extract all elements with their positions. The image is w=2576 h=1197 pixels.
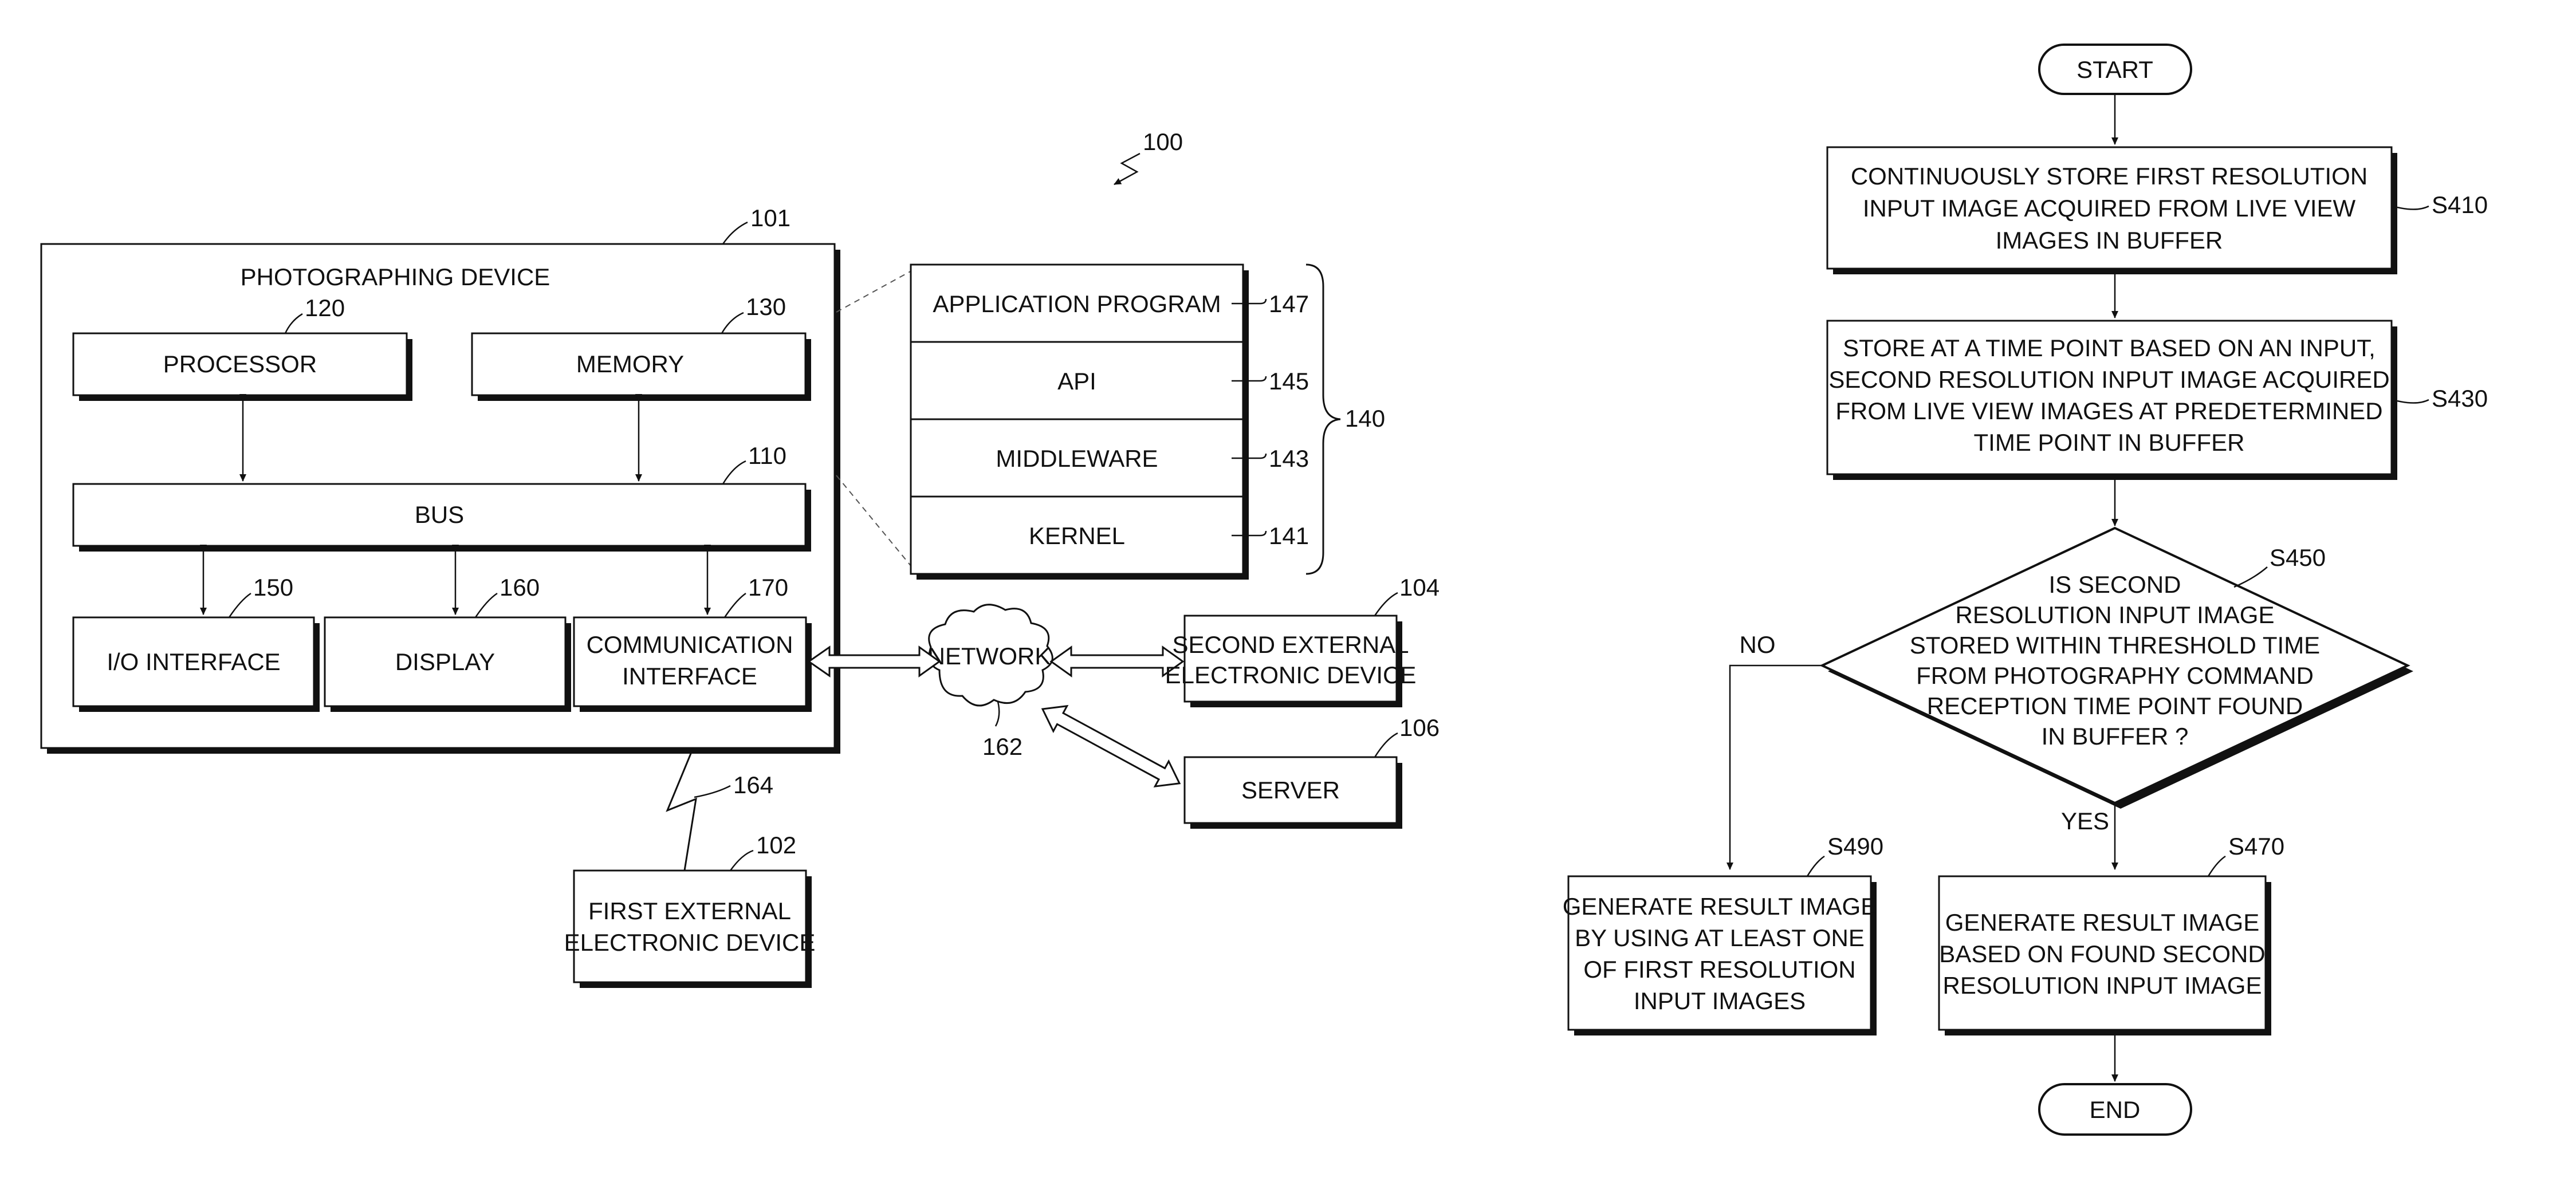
step-s410: CONTINUOUSLY STORE FIRST RESOLUTION INPU… [1827,147,2488,274]
device-ref: 101 [750,204,791,231]
software-stack: APPLICATION PROGRAM API MIDDLEWARE KERNE… [911,265,1385,580]
s450-ref: S450 [2270,544,2326,571]
system-ref-leader [1114,153,1140,184]
s470-line3: RESOLUTION INPUT IMAGE [1943,972,2262,999]
comm-label-line2: INTERFACE [622,663,757,690]
stack-layer-kernel: KERNEL [1029,522,1125,549]
display-ref: 160 [500,574,540,601]
s410-line3: IMAGES IN BUFFER [1996,227,2223,254]
end-label: END [2090,1096,2141,1123]
stack-ref-143: 143 [1269,445,1309,472]
s490-line4: INPUT IMAGES [1634,987,1806,1014]
step-s470: GENERATE RESULT IMAGE BASED ON FOUND SEC… [1939,833,2284,1035]
end-terminal: END [2039,1084,2191,1135]
network-second-device-link [1051,647,1183,676]
s430-line1: STORE AT A TIME POINT BASED ON AN INPUT, [1843,334,2376,361]
wireless-ref: 164 [733,771,773,798]
s450-line2: RESOLUTION INPUT IMAGE [1956,601,2275,628]
s490-line3: OF FIRST RESOLUTION [1583,956,1855,983]
stack-ref-147: 147 [1269,290,1309,317]
io-label: I/O INTERFACE [107,648,280,675]
device-title: PHOTOGRAPHING DEVICE [241,263,550,290]
step-s490: GENERATE RESULT IMAGE BY USING AT LEAST … [1563,833,1883,1035]
s450-line4: FROM PHOTOGRAPHY COMMAND [1916,662,2314,689]
s490-ref: S490 [1827,833,1883,860]
server-label: SERVER [1241,777,1340,804]
first-device-ref: 102 [756,832,796,859]
stack-layer-api: API [1057,368,1096,395]
stack-ref-141: 141 [1269,522,1309,549]
stack-brace [1306,265,1340,574]
s470-ref: S470 [2228,833,2284,860]
second-device-line1: SECOND EXTERNAL [1172,631,1409,658]
s490-line1: GENERATE RESULT IMAGE [1563,893,1877,920]
s410-line1: CONTINUOUSLY STORE FIRST RESOLUTION [1851,163,2367,190]
wireless-link [667,748,696,871]
stack-ref: 140 [1345,405,1385,432]
stack-layer-middleware: MIDDLEWARE [996,445,1158,472]
server-block: SERVER 106 [1185,714,1440,829]
network-ref: 162 [982,733,1022,760]
second-external-device-block: SECOND EXTERNAL ELECTRONIC DEVICE 104 [1165,574,1440,707]
second-device-line2: ELECTRONIC DEVICE [1165,662,1417,688]
decision-s450: IS SECOND RESOLUTION INPUT IMAGE STORED … [1822,528,2413,809]
processor-label: PROCESSOR [163,351,317,377]
s430-line2: SECOND RESOLUTION INPUT IMAGE ACQUIRED [1828,366,2389,393]
s410-line2: INPUT IMAGE ACQUIRED FROM LIVE VIEW [1863,195,2356,222]
network-server-link [1036,696,1186,796]
first-device-line2: ELECTRONIC DEVICE [564,929,816,956]
bus-label: BUS [415,501,464,528]
io-ref: 150 [253,574,293,601]
network-cloud: NETWORK 162 [928,605,1053,760]
second-device-ref: 104 [1399,574,1440,601]
s450-line5: RECEPTION TIME POINT FOUND [1927,692,2303,719]
stack-layer-application-program: APPLICATION PROGRAM [933,290,1221,317]
processor-ref: 120 [305,294,345,321]
network-label: NETWORK [928,643,1051,670]
first-device-line1: FIRST EXTERNAL [588,897,791,924]
memory-ref: 130 [746,293,786,320]
memory-label: MEMORY [576,351,684,377]
bus-ref: 110 [748,442,786,469]
s450-line1: IS SECOND [2048,571,2181,598]
s450-line3: STORED WITHIN THRESHOLD TIME [1910,632,2320,659]
flowchart: START CONTINUOUSLY STORE FIRST RESOLUTIO… [1563,45,2488,1135]
s430-line3: FROM LIVE VIEW IMAGES AT PREDETERMINED [1835,397,2382,424]
server-ref: 106 [1399,714,1440,741]
yes-label: YES [2061,808,2109,834]
s430-ref: S430 [2432,385,2488,412]
no-label: NO [1740,631,1776,658]
s470-line1: GENERATE RESULT IMAGE [1945,909,2259,936]
start-terminal: START [2039,45,2191,94]
step-s430: STORE AT A TIME POINT BASED ON AN INPUT,… [1827,321,2488,480]
s490-line2: BY USING AT LEAST ONE [1575,924,1865,951]
block-diagram: 100 PHOTOGRAPHING DEVICE 101 PROCESSOR 1… [41,128,1440,988]
device-ref-leader [723,222,748,244]
stack-ref-145: 145 [1269,368,1309,395]
comm-label-line1: COMMUNICATION [587,631,793,658]
s430-line4: TIME POINT IN BUFFER [1974,429,2245,456]
s470-line2: BASED ON FOUND SECOND [1939,940,2265,967]
system-ref: 100 [1143,128,1183,155]
no-branch-arrow [1730,666,1822,869]
s450-line6: IN BUFFER ? [2042,723,2189,750]
comm-network-link [809,647,939,676]
start-label: START [2076,56,2153,83]
comm-ref: 170 [748,574,788,601]
s410-ref: S410 [2432,191,2488,218]
first-external-device-block: FIRST EXTERNAL ELECTRONIC DEVICE 102 [564,832,816,988]
display-label: DISPLAY [395,648,495,675]
